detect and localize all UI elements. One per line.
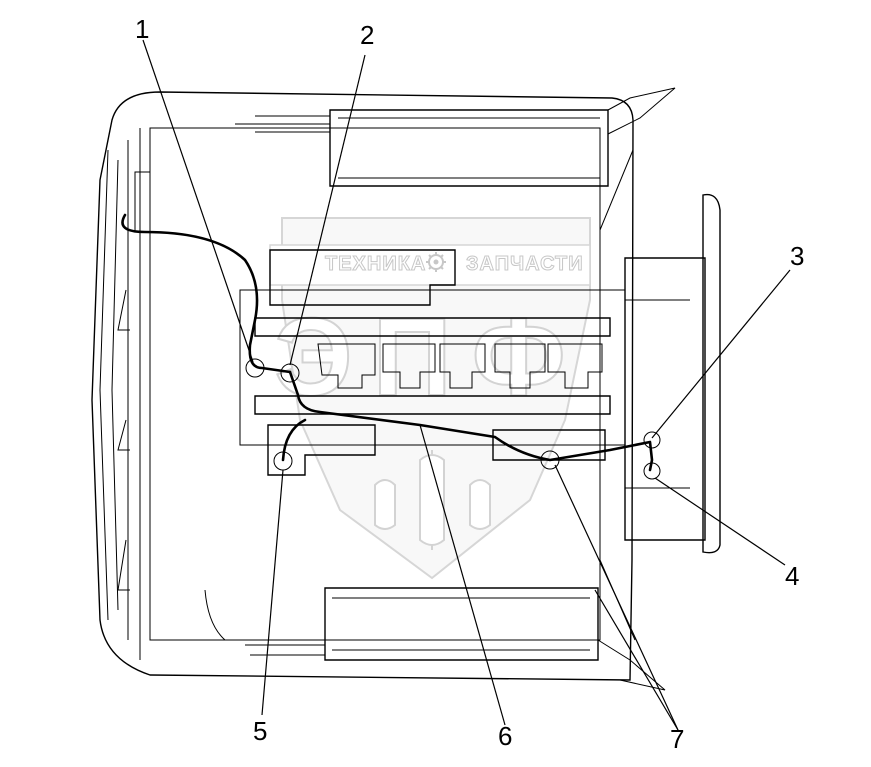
callout-7: 7 bbox=[670, 724, 684, 754]
leader-lines bbox=[142, 39, 791, 731]
cab-outline bbox=[91, 87, 676, 691]
watermark: ТЕХНИКА ЗАПЧАСТИ ЭПФ bbox=[269, 217, 591, 580]
callout-5: 5 bbox=[253, 716, 267, 746]
callout-labels: 1 2 3 4 5 6 7 bbox=[135, 14, 804, 754]
callout-4: 4 bbox=[785, 561, 799, 591]
watermark-letters: ЭПФ bbox=[274, 296, 585, 419]
callout-6: 6 bbox=[498, 721, 512, 751]
callout-1: 1 bbox=[135, 14, 149, 44]
steering-column bbox=[624, 193, 721, 554]
gear-icon bbox=[426, 252, 446, 272]
connectors bbox=[245, 358, 661, 480]
instrument-panel bbox=[239, 249, 626, 476]
callout-3: 3 bbox=[790, 241, 804, 271]
watermark-right-word: ЗАПЧАСТИ bbox=[466, 253, 584, 275]
wiring-harness bbox=[121, 213, 654, 472]
watermark-left-word: ТЕХНИКА bbox=[325, 253, 426, 275]
callout-2: 2 bbox=[360, 20, 374, 50]
